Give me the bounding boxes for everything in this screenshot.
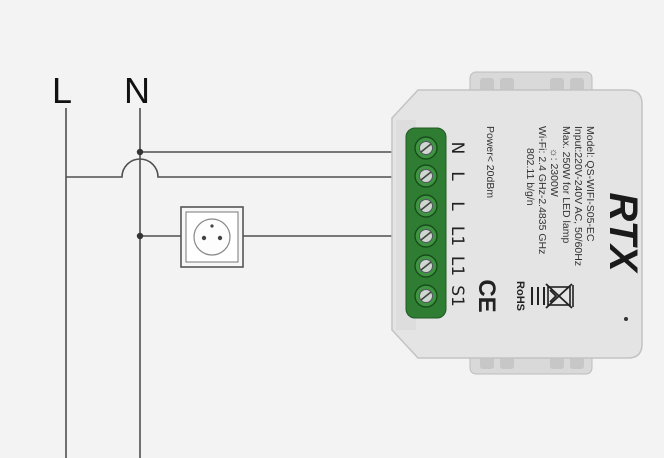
terminal-screw bbox=[414, 164, 438, 188]
terminal-label: L bbox=[447, 201, 467, 211]
power-socket-icon bbox=[180, 206, 244, 268]
terminal-screw bbox=[414, 284, 438, 308]
spec-line: Wi-Fi: 2.4 GHz-2.4835 GHz bbox=[536, 126, 548, 254]
label-n: N bbox=[124, 70, 150, 111]
spec-line: ☼: 2300W bbox=[548, 148, 560, 197]
brand-logo: RTX bbox=[601, 192, 645, 274]
spec-line: Input:220V-240V AC, 50/60Hz bbox=[572, 126, 584, 266]
terminal-label: L bbox=[447, 171, 467, 181]
terminal-screw bbox=[414, 224, 438, 248]
weee-bin-icon bbox=[545, 283, 574, 309]
terminal-label: L1 bbox=[447, 256, 467, 276]
terminal-screw bbox=[414, 194, 438, 218]
terminal-label: N bbox=[447, 142, 467, 155]
spec-line: Max. 250W for LED lamp bbox=[560, 126, 572, 243]
junction-dot-n-socket bbox=[136, 232, 144, 240]
ce-mark: CE bbox=[473, 279, 500, 312]
terminal-label: L1 bbox=[447, 226, 467, 246]
terminal-block bbox=[405, 127, 447, 319]
module-body bbox=[391, 89, 643, 359]
wire-l-to-module bbox=[66, 158, 392, 178]
double-insulation-icon bbox=[531, 287, 558, 305]
spec-line: 802.11 b/g/n bbox=[524, 148, 536, 206]
terminal-screw bbox=[414, 136, 438, 160]
spec-line: Power< 20dBm bbox=[484, 126, 496, 198]
rohs-mark: RoHS bbox=[514, 281, 526, 311]
terminal-label: S1 bbox=[447, 285, 467, 307]
spec-line: Model: QS-WIFI-S05-EC bbox=[584, 126, 596, 242]
junction-dot-n-top bbox=[136, 148, 144, 156]
terminal-screw bbox=[414, 254, 438, 278]
module-indicator-dot bbox=[624, 317, 628, 321]
label-l: L bbox=[52, 70, 72, 111]
